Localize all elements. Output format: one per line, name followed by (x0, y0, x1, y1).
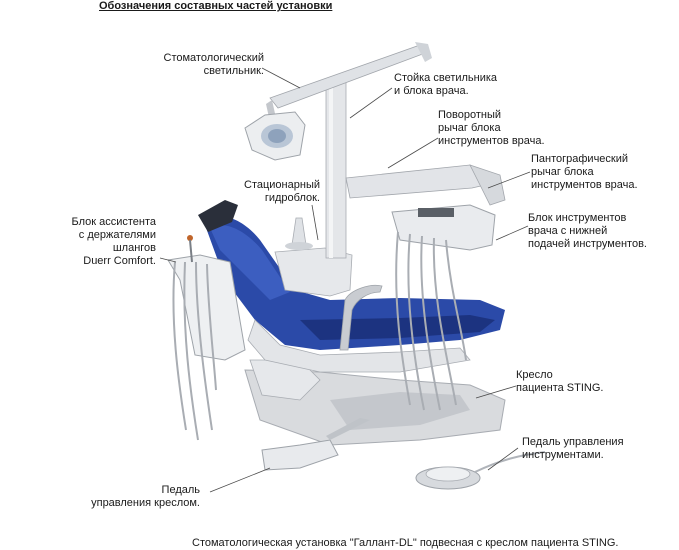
label-instrument-pedal: Педаль управления инструментами. (522, 436, 624, 461)
label-chair: Кресло пациента STING. (516, 369, 604, 394)
label-hydro-block: Стационарный гидроблок. (244, 179, 320, 204)
label-stand: Стойка светильника и блока врача. (394, 72, 498, 97)
hydro-block (274, 217, 353, 297)
doctor-unit (391, 204, 496, 411)
dental-lamp (244, 111, 306, 161)
label-chair-pedal: Педаль управления креслом. (91, 484, 200, 509)
instrument-pedal (415, 451, 546, 490)
label-lamp: Стоматологический светильник. (163, 52, 264, 77)
label-doctor-unit: Блок инструментов врача с нижней подачей… (528, 212, 647, 250)
assistant-unit (167, 235, 246, 441)
label-pantograph: Пантографический рычаг блока инструменто… (531, 153, 638, 191)
rotary-arm (345, 164, 506, 206)
callout-lines (159, 67, 531, 493)
label-rotary-arm: Поворотный рычаг блока инструментов врач… (438, 109, 545, 147)
figure-caption: Стоматологическая установка "Галлант-DL"… (192, 537, 619, 549)
armrest (339, 284, 383, 351)
stand-pole (325, 79, 347, 259)
page-title: Обозначения составных частей установки (99, 0, 333, 12)
chair-base (244, 359, 506, 446)
label-assistant-unit: Блок ассистента с держателями шлангов Du… (71, 216, 156, 267)
